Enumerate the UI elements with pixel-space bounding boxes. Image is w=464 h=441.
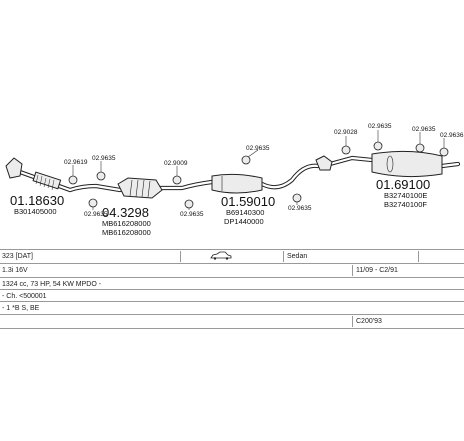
part-oem-number: DP1440000 (224, 217, 264, 226)
accessory-code: 02.9635 (84, 211, 108, 218)
vehicle-body: Sedan (287, 253, 308, 260)
accessory-code: 02.9009 (164, 160, 188, 167)
rear-silencer (371, 150, 443, 178)
part-oem-number: B301405000 (14, 207, 57, 216)
accessory-code: 02.9635 (92, 155, 116, 162)
vehicle-row-model: 323 [DAT] Sedan (0, 249, 464, 263)
vehicle-row-extra: - 1 *B S, BE (0, 301, 464, 315)
rear-flange (315, 155, 333, 171)
pipe-segment-rear (259, 163, 321, 190)
accessory-code: 02.9635 (246, 145, 270, 152)
vehicle-model: 323 [DAT] (2, 253, 33, 260)
vehicle-engine: 1.3i 16V (2, 267, 28, 274)
sedan-icon (210, 251, 232, 260)
accessory-code: 02.9635 (412, 126, 436, 133)
part-oem-number: B32740100E (384, 191, 427, 200)
vehicle-row-code: C200'93 (0, 314, 464, 329)
vehicle-row-chassis: - Ch. <500001 (0, 289, 464, 303)
vehicle-extra: - 1 *B S, BE (2, 305, 40, 312)
accessory-code: 02.9619 (64, 159, 88, 166)
catalytic-converter (117, 177, 163, 199)
part-number: 01.69100 (376, 177, 430, 192)
part-oem-number: B32740100F (384, 200, 427, 209)
exhaust-system-diagram: 02.9619 02.9635 02.9635 02.9009 02.9635 … (5, 123, 464, 237)
part-number: 01.59010 (221, 194, 275, 209)
vehicle-chassis: - Ch. <500001 (2, 293, 47, 300)
part-number: 01.18630 (10, 193, 64, 208)
accessory-code: 02.9635 (288, 205, 312, 212)
vehicle-dates: 11/09 - C2/91 (356, 267, 398, 274)
part-number: 04.3298 (102, 205, 149, 220)
center-silencer (211, 173, 263, 194)
accessory-code: 02.9635 (180, 211, 204, 218)
part-oem-number: MB616208000 (102, 228, 151, 237)
part-oem-number: B69140300 (226, 208, 264, 217)
vehicle-code: C200'93 (356, 318, 382, 325)
accessory-code: 02.9635 (368, 123, 392, 130)
vehicle-row-power: 1324 cc, 73 HP, 54 KW MPDO - (0, 277, 464, 291)
front-flange (5, 157, 23, 179)
flex-section (32, 171, 62, 190)
part-oem-number: MB616208000 (102, 219, 151, 228)
accessory-code: 02.9028 (334, 129, 358, 136)
vehicle-power: 1324 cc, 73 HP, 54 KW MPDO - (2, 281, 102, 288)
accessory-code: 02.9636 (440, 132, 464, 139)
vehicle-row-engine: 1.3i 16V 11/09 - C2/91 (0, 263, 464, 277)
